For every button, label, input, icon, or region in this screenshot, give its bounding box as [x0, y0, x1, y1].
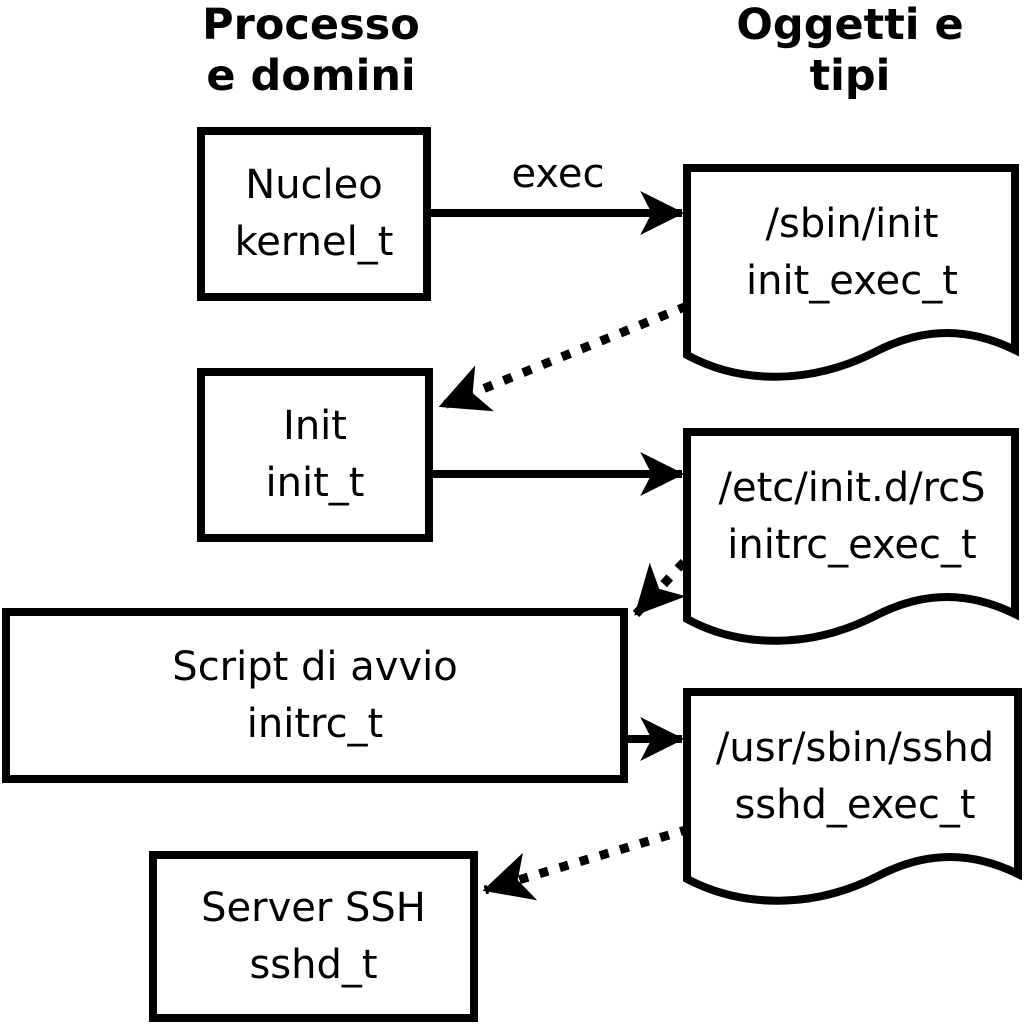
column-header-processes-line1: Processo — [202, 0, 420, 50]
process-label: Init — [283, 403, 347, 449]
transition-arrow-initexec-to-init — [438, 301, 689, 412]
process-label: Nucleo — [245, 162, 383, 208]
column-header-objects: Oggetti e tipi — [630, 0, 1024, 102]
transition-arrow-initrcexec-to-initrc — [632, 558, 688, 618]
file-path-label: /etc/init.d/rcS — [718, 465, 986, 511]
object-file-sbin-init: /sbin/init init_exec_t — [687, 196, 1017, 310]
process-label: Server SSH — [201, 884, 426, 931]
document-shape-etc-initd-rcs — [683, 428, 1019, 645]
document-shape-usr-sbin-sshd — [683, 688, 1022, 905]
transition-arrow-sshdexec-to-sshd — [482, 824, 691, 901]
process-box-sshd: Server SSH sshd_t — [149, 851, 478, 1022]
process-box-kernel: Nucleo kernel_t — [197, 127, 431, 301]
file-path-label: /usr/sbin/sshd — [715, 725, 995, 771]
file-type-label: init_exec_t — [746, 258, 958, 304]
process-label: Script di avvio — [172, 643, 458, 690]
domain-type-label: kernel_t — [234, 219, 394, 265]
process-box-initrc: Script di avvio initrc_t — [2, 608, 628, 783]
file-type-label: initrc_exec_t — [727, 522, 977, 568]
domain-type-label: init_t — [265, 460, 365, 506]
object-file-usr-sbin-sshd: /usr/sbin/sshd sshd_exec_t — [690, 720, 1020, 834]
column-header-objects-line2: tipi — [809, 51, 891, 101]
domain-type-label: initrc_t — [246, 700, 384, 747]
file-type-label: sshd_exec_t — [734, 782, 976, 828]
column-header-processes: Processo e domini — [91, 0, 531, 102]
file-path-label: /sbin/init — [765, 201, 939, 247]
column-header-objects-line1: Oggetti e — [736, 0, 964, 50]
domain-type-label: sshd_t — [249, 941, 378, 988]
document-shape-sbin-init — [683, 164, 1019, 381]
exec-edge-label: exec — [511, 151, 605, 197]
column-header-processes-line2: e domini — [206, 51, 416, 101]
process-box-init: Init init_t — [197, 368, 433, 542]
object-file-etc-initd-rcs: /etc/init.d/rcS initrc_exec_t — [687, 460, 1017, 574]
